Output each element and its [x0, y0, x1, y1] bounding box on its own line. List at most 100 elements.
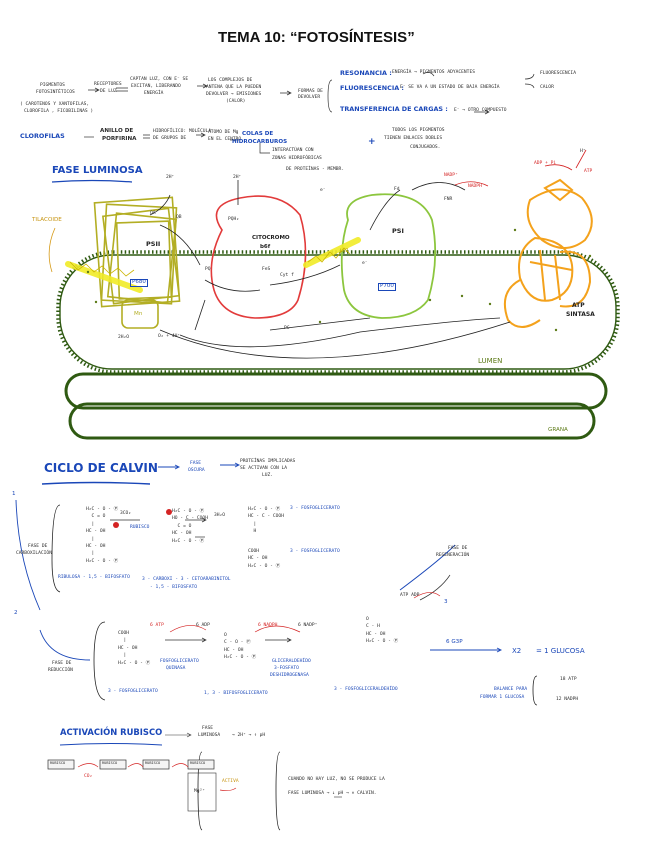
- capture-text-2: EXCITAN, LIBERANDO: [131, 84, 181, 89]
- rubisco-box-1: RUBISCO: [50, 761, 66, 765]
- stroma-label: FASE: [202, 726, 214, 731]
- calvin-desc-2: SE ACTIVAN CON LA: [240, 466, 288, 471]
- nadph-cost: 12 NADPH: [556, 697, 579, 702]
- resonance-label: RESONANCIA :: [340, 69, 392, 77]
- kinase-label-2: QUINASA: [166, 666, 186, 671]
- porphyrin-desc: HIDROFÍLICO: MOLÉCULA: [153, 129, 212, 134]
- pqh2-label: PQH₂: [228, 217, 240, 222]
- stroma-label-2: LUMINOSA: [198, 733, 221, 738]
- regeneration-cycle-label: ATP ADP: [400, 593, 420, 598]
- grana-disc-2: [64, 372, 608, 410]
- intro-connectors: [84, 72, 535, 154]
- calvin-heading: CICLO DE CALVIN: [44, 461, 158, 475]
- pigments-label-2: FOTOSINTÉTICOS: [36, 90, 75, 95]
- adp6-label: 6 ADP: [196, 623, 210, 628]
- psii-complex: [93, 196, 181, 329]
- atp-out-label: ATP: [584, 169, 593, 174]
- fluorescence-text: E⁻ SE VA A UN ESTADO DE BAJA ENERGÍA: [400, 85, 500, 90]
- dark-phase-label-2: OSCURA: [188, 468, 205, 473]
- qb-label: QB: [176, 215, 182, 220]
- stroma-equation: → 2H⁺ → ↑ pH: [232, 733, 266, 738]
- mn-cluster-label: Mn: [134, 311, 143, 317]
- receptors-text-2: DE LUZ: [100, 89, 117, 94]
- light-phase-heading: FASE LUMINOSA: [52, 165, 143, 176]
- thylakoid-label: TILACOIDE: [32, 217, 62, 223]
- capture-text: CAPTAN LUZ, CON E⁻ SE: [130, 77, 189, 82]
- all-pigments-text-2: TIENEN ENLACES DOBLES: [384, 136, 443, 141]
- tilacoide-pointer: [48, 227, 56, 273]
- all-pigments-text-3: CONJUGADOS.: [410, 145, 441, 150]
- g3p-count: 6 G3P: [446, 639, 463, 645]
- pq-label: PQ: [205, 267, 211, 272]
- rubisco-box-2: RUBISCO: [102, 761, 118, 765]
- psi-label: PSI: [392, 227, 404, 235]
- reduction-formula-1: COOH | HC - OH | H₂C - O - Ⓟ: [118, 631, 151, 666]
- atp-synthase-label: ATP: [572, 302, 585, 309]
- mg-text: ÁTOMO DE Mg: [208, 130, 239, 135]
- calvin-braces: [51, 504, 538, 831]
- grana-disc-3: [68, 402, 596, 440]
- antenna-text: LOS COMPLEJOS DE: [208, 78, 253, 83]
- balance-label-2: FORMAR 1 GLUCOSA: [480, 695, 525, 700]
- kinase-label: FOSFOGLICERATO: [160, 659, 199, 664]
- bpg-formula: O C - O - Ⓟ HC - OH H₂C - O - Ⓟ: [224, 633, 257, 661]
- rubisco-underline: [59, 743, 163, 746]
- fluorescence-out-1: FLUORESCENCIA: [540, 71, 576, 76]
- pigments-examples-2: CLOROFILA , FICOBILINAS ): [24, 109, 94, 114]
- fd-label: Fd: [394, 187, 400, 192]
- porphyrin-label-2: PORFIRINA: [102, 136, 137, 142]
- calvin-red-marks: [169, 592, 441, 633]
- antenna-text-3: DEVOLVER → EMISIONES: [206, 92, 262, 97]
- pga-formula-b: COOH HC - OH H₂C - O - Ⓟ: [248, 549, 281, 569]
- mg-text-2: EN EL CENTRO: [208, 137, 242, 142]
- fluorescence-label: FLUORESCENCIA :: [340, 84, 404, 92]
- atp-cost: 18 ATP: [560, 677, 577, 682]
- nadph-label: NADPH: [468, 184, 482, 189]
- proton-top-label: H⁺: [580, 149, 586, 154]
- step-3: 3: [444, 599, 448, 605]
- pga-label-c: 3 - FOSFOGLICERATO: [108, 689, 158, 694]
- pga-label-b: 3 - FOSFOGLICERATO: [290, 549, 340, 554]
- calvin-desc-3: LUZ.: [262, 473, 274, 478]
- psi-complex: [340, 193, 437, 319]
- regeneration-label-2: REGENERACIÓN: [436, 553, 470, 558]
- water-label: 2H₂O: [118, 335, 130, 340]
- antenna-text-2: ANTENA QUE LA PUEDEN: [206, 85, 262, 90]
- interact-text: INTERACTÚAN CON: [272, 148, 314, 153]
- co2-activator-label: CO₂: [84, 774, 93, 779]
- porphyrin-desc-2: DE GRUPOS DE: [153, 136, 187, 141]
- grana-label: GRANA: [548, 427, 568, 433]
- red-reaction-arrows: [454, 149, 587, 187]
- keto-intermediate-label-2: - 1,5 - BIFOSFATO: [150, 585, 198, 590]
- pigments-label: PIGMENTOS: [40, 83, 65, 88]
- electron-flow-arrows: [149, 180, 511, 359]
- pga-formula-a: H₂C - O - Ⓟ HC - C - COOH | H: [248, 507, 284, 535]
- psii-label: PSII: [146, 240, 161, 248]
- cytb6f-complex: [210, 195, 307, 319]
- bpg-label: 1, 3 - BIFOSFOGLICERATO: [204, 691, 268, 696]
- capture-text-3: ENERGÍA: [144, 91, 164, 96]
- co2-label: 3CO₂: [120, 511, 132, 516]
- regeneration-label: FASE DE: [448, 546, 468, 551]
- antenna-text-4: (CALOR): [226, 99, 246, 104]
- carboxylation-label-2: CARBOXILACIÓN: [16, 551, 52, 556]
- reduction-label-2: REDUCCIÓN: [48, 668, 73, 673]
- nadp6-label: 6 NADP⁺: [298, 623, 318, 628]
- resonance-text: ENERGÍA → PIGMENTOS ADYACENTES: [392, 70, 475, 75]
- pigments-examples: ( CAROTENOS Y XANTOFILAS,: [20, 102, 90, 107]
- rubisco-enzyme-label: RUBISCO: [130, 525, 150, 530]
- proton-marks: [86, 228, 592, 332]
- rubp-label: RIBULOSA - 1,5 - BIFOSFATO: [58, 575, 130, 580]
- oxygen-label: O₂ + 4H⁺: [158, 334, 181, 339]
- rubisco-box-3: RUBISCO: [145, 761, 161, 765]
- calvin-arrows: [110, 517, 451, 643]
- page-title: TEMA 10: “FOTOSÍNTESIS”: [218, 29, 415, 46]
- p680-label: P680: [130, 279, 148, 287]
- proton-stroma-label-2: 2H⁺: [166, 175, 175, 180]
- atp-synthase-complex: [504, 178, 593, 328]
- adp-label: ADP + Pi: [534, 161, 557, 166]
- atp6-label: 6 ATP: [150, 623, 164, 628]
- step-2: 2: [14, 610, 18, 616]
- chlorophylls-label: CLOROFILAS: [20, 132, 65, 140]
- fase-luminosa-underline: [51, 179, 133, 183]
